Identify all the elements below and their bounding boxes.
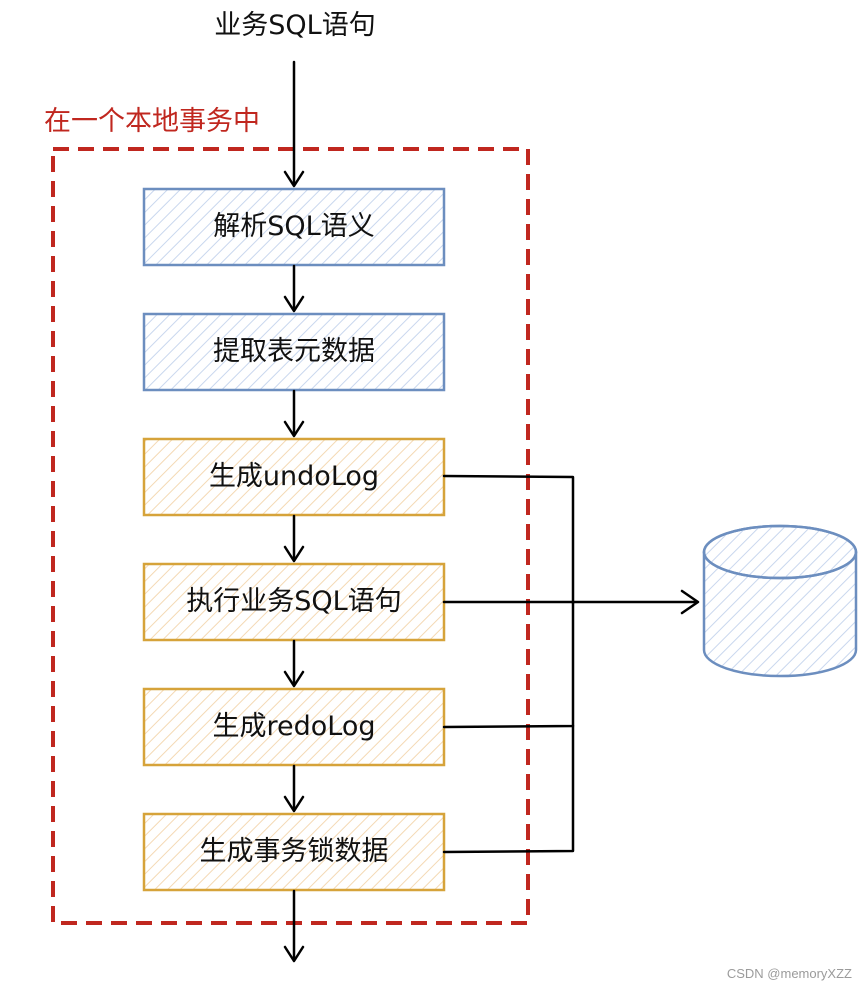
watermark: CSDN @memoryXZZ	[726, 966, 852, 981]
connector-redolog-to-bus	[442, 601, 575, 729]
step-label-execute-sql: 执行业务SQL语句	[186, 586, 402, 617]
arrow-execute-to-redolog	[283, 639, 305, 688]
step-box-execute-sql	[142, 562, 446, 642]
arrow-extract-to-undolog	[283, 389, 305, 438]
connector-lockdata-to-bus	[442, 724, 575, 854]
step-label-redolog: 生成redoLog	[212, 711, 376, 742]
step-label-extract-metadata: 提取表元数据	[213, 336, 375, 367]
transaction-group-border	[51, 147, 530, 925]
step-label-parse-sql: 解析SQL语义	[213, 211, 375, 242]
step-label-lock-data: 生成事务锁数据	[199, 836, 389, 867]
arrow-parse-to-extract	[283, 264, 305, 313]
connector-undolog-to-bus	[442, 474, 575, 605]
transaction-group-label: 在一个本地事务中	[44, 106, 260, 137]
step-box-extract-metadata	[142, 312, 446, 392]
arrow-undolog-to-execute	[283, 514, 305, 563]
step-box-lock-data	[142, 812, 446, 892]
arrow-input-to-parse	[283, 60, 305, 188]
arrow-execute-to-database	[442, 589, 700, 615]
database-cylinder-icon	[702, 524, 858, 678]
arrow-redolog-to-lockdata	[283, 764, 305, 813]
input-label: 业务SQL语句	[214, 10, 376, 41]
arrow-output-down	[283, 889, 305, 963]
step-label-undolog: 生成undoLog	[208, 461, 380, 492]
